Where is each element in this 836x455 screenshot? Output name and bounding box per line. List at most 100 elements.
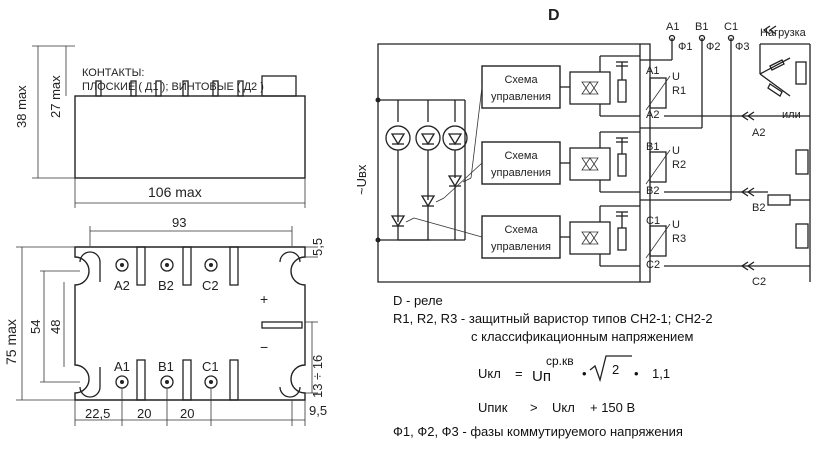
side-terminal [130, 80, 137, 97]
plus-sign: + [260, 291, 268, 307]
mount-slot-tl [79, 251, 101, 282]
channel-b: Схема управления B1 B2 R2 U [481, 131, 686, 197]
load-resistor [767, 83, 783, 97]
terminal-a2-label: A2 [114, 278, 130, 293]
partition [229, 246, 239, 286]
dim-38-label: 38 max [14, 85, 29, 128]
u-a-label: U [672, 71, 680, 83]
connector-arrow [762, 25, 777, 35]
led-icon [415, 125, 441, 151]
led-icon [442, 125, 468, 151]
out-a2-label: A2 [752, 127, 765, 139]
block-c1-label: C1 [646, 215, 660, 227]
dim-20a-label: 20 [137, 406, 151, 421]
dim-9-5-label: 9,5 [309, 403, 327, 418]
partition [182, 359, 192, 401]
control-a-line2: управления [491, 91, 551, 103]
partition [229, 359, 239, 401]
dim-22-5-label: 22,5 [85, 406, 110, 421]
dim-48-label: 48 [48, 320, 63, 334]
sqrt-symbol [589, 355, 632, 383]
dim-106-label: 106 max [148, 184, 202, 200]
minus-sign: − [260, 339, 268, 355]
control-b-line2: управления [491, 167, 551, 179]
varistor-r2 [649, 151, 667, 183]
block-b2-label: B2 [646, 185, 659, 197]
formula-dot2: • [634, 366, 639, 381]
load-label: Нагрузка [760, 27, 807, 39]
control-circuit-b [481, 141, 561, 185]
phase-f2-label: Ф2 [706, 41, 720, 53]
out-c2-label: C2 [752, 276, 766, 288]
formula-superscript: ср.кв [546, 354, 574, 368]
screw-a2 [115, 258, 129, 272]
side-screw-terminal [261, 75, 297, 97]
load-resistor [795, 61, 807, 85]
control-c-line2: управления [491, 241, 551, 253]
phase-c1-label: C1 [724, 21, 738, 33]
varistor-r1 [649, 77, 667, 109]
block-b1-label: B1 [646, 141, 659, 153]
partition [182, 246, 192, 286]
resistor-a [617, 79, 627, 103]
triac-a [569, 71, 611, 105]
terminal-c1-label: C1 [202, 359, 219, 374]
side-terminal [155, 80, 162, 97]
legend-phases: Ф1, Ф2, Ф3 - фазы коммутируемого напряже… [393, 424, 683, 439]
channel-a: Схема управления A1 A2 R1 U [481, 55, 686, 121]
side-view: 38 max 27 max КОНТАКТЫ: ПЛОСКИЕ ( Д1 ); … [14, 45, 306, 208]
block-a2-label: A2 [646, 109, 659, 121]
formula-eq: = [515, 366, 523, 381]
mount-slot-tr [279, 251, 301, 263]
triac-b [569, 147, 611, 181]
side-terminal [95, 80, 102, 97]
terminal-b2-label: B2 [158, 278, 174, 293]
dim-20b-label: 20 [180, 406, 194, 421]
or-label: или [782, 109, 801, 121]
side-terminal [237, 80, 244, 97]
control-b-line1: Схема [504, 150, 538, 162]
control-a-line1: Схема [504, 74, 538, 86]
screw-b2 [160, 258, 174, 272]
formula-factor: 1,1 [652, 366, 671, 381]
connector-arrow [740, 111, 755, 121]
formula-two: 2 [612, 362, 620, 377]
relay-body-side [74, 95, 306, 179]
relay-boundary [377, 43, 651, 283]
legend-relay: D - реле [393, 293, 443, 308]
out-b2-label: B2 [752, 202, 765, 214]
dim-27-label: 27 max [48, 75, 63, 118]
formula-ukl2: Uкл [552, 400, 575, 415]
partition [136, 246, 146, 286]
control-circuit-c [481, 215, 561, 259]
opto-led-icon [420, 195, 445, 208]
formula-dot1: • [582, 366, 587, 381]
phase-f1-label: Ф1 [678, 41, 692, 53]
side-terminal [182, 80, 189, 97]
schematic: D ~Uвх Схема управления [354, 7, 811, 383]
screw-c2 [204, 258, 218, 272]
phase-a1-label: A1 [666, 21, 679, 33]
control-terminal [261, 321, 303, 329]
formula-gt: > [530, 400, 538, 415]
control-c-line1: Схема [504, 224, 538, 236]
load-resistor [767, 194, 791, 206]
channel-c: Схема управления C1 C2 R3 U [481, 205, 686, 271]
r3-label: R3 [672, 233, 686, 245]
connector-arrow [740, 261, 755, 271]
contacts-title: КОНТАКТЫ: [82, 67, 144, 79]
resistor-c [617, 227, 627, 251]
terminal-c2-label: C2 [202, 278, 219, 293]
u-c-label: U [672, 219, 680, 231]
side-terminal [212, 80, 219, 97]
dim-54-label: 54 [28, 320, 43, 334]
formula-ukl: Uкл [478, 366, 501, 381]
load-resistor [795, 149, 809, 175]
mount-slot-br [279, 386, 301, 398]
control-circuit-a [481, 65, 561, 109]
phase-f3-label: Ф3 [735, 41, 749, 53]
triac-c [569, 221, 611, 255]
terminal-b1-label: B1 [158, 359, 174, 374]
legend-classification: с классификационным напряжением [471, 329, 694, 344]
